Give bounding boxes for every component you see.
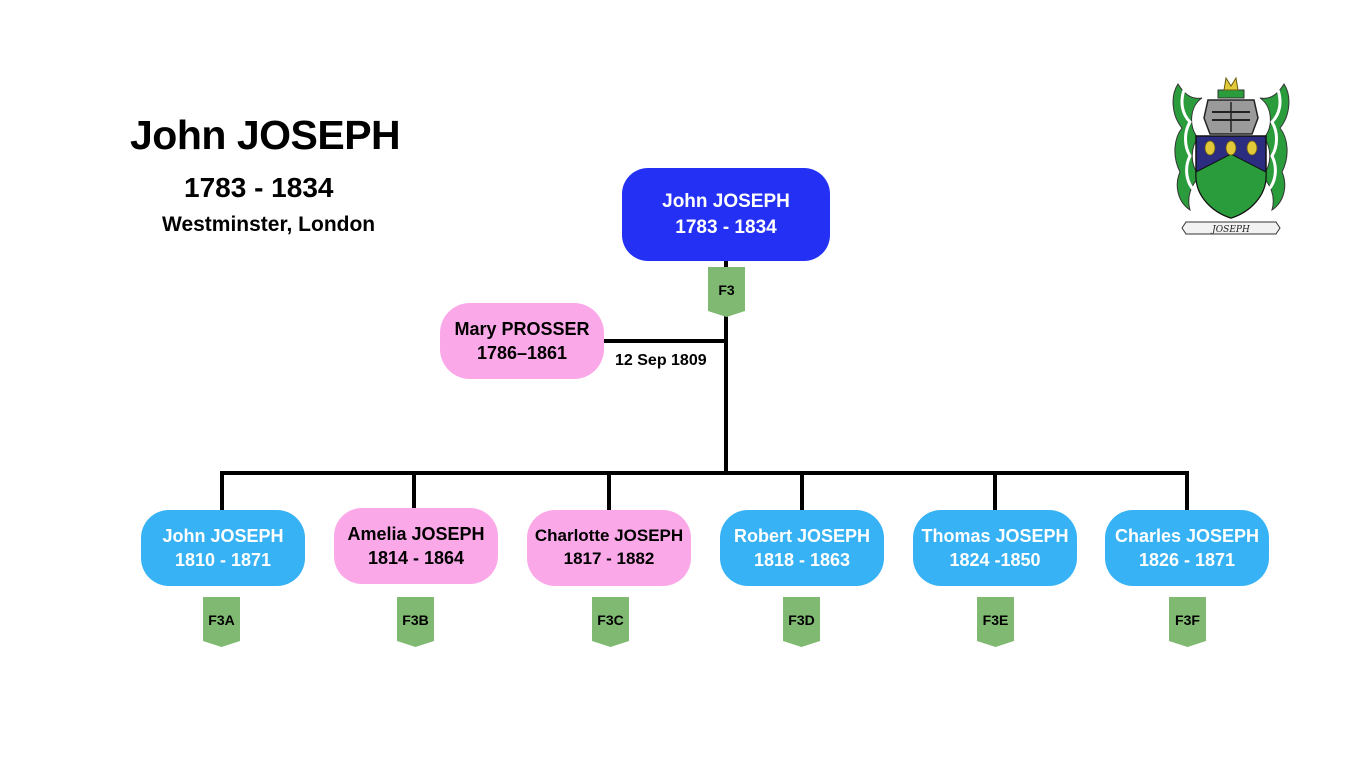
spouse-name: Mary PROSSER: [454, 318, 590, 339]
spouse-dates: 1786–1861: [476, 343, 568, 363]
child-family-tag[interactable]: F3C: [592, 597, 629, 647]
child-dates: 1814 - 1864: [367, 548, 465, 568]
child-node[interactable]: Charles JOSEPH 1826 - 1871: [1105, 510, 1269, 586]
root-person-node[interactable]: John JOSEPH 1783 - 1834: [622, 168, 830, 261]
root-family-tag[interactable]: F3: [708, 267, 745, 317]
child-node[interactable]: Thomas JOSEPH 1824 -1850: [913, 510, 1077, 586]
child-drop-line: [800, 471, 804, 511]
child-drop-line: [607, 471, 611, 511]
child-name: Robert JOSEPH: [733, 525, 871, 546]
child-dates: 1817 - 1882: [563, 549, 655, 568]
root-person-name: John JOSEPH: [662, 190, 790, 212]
child-family-tag[interactable]: F3D: [783, 597, 820, 647]
child-node[interactable]: John JOSEPH 1810 - 1871: [141, 510, 305, 586]
subject-dates: 1783 - 1834: [184, 172, 334, 203]
child-drop-line: [412, 471, 416, 511]
marriage-date: 12 Sep 1809: [615, 352, 707, 369]
child-drop-line: [993, 471, 997, 511]
child-drop-line: [1185, 471, 1189, 511]
child-dates: 1824 -1850: [949, 550, 1041, 570]
child-drop-line: [220, 471, 224, 511]
child-name: Charles JOSEPH: [1114, 525, 1260, 546]
child-family-tag[interactable]: F3A: [203, 597, 240, 647]
crest-motto: JOSEPH: [1210, 225, 1250, 235]
child-node[interactable]: Charlotte JOSEPH 1817 - 1882: [527, 510, 691, 586]
child-name: Thomas JOSEPH: [921, 525, 1069, 546]
child-name: Charlotte JOSEPH: [534, 526, 684, 546]
page-title: John JOSEPH: [130, 112, 401, 158]
child-node[interactable]: Robert JOSEPH 1818 - 1863: [720, 510, 884, 586]
root-person-dates: 1783 - 1834: [675, 216, 777, 238]
child-dates: 1826 - 1871: [1138, 550, 1236, 570]
child-family-tag[interactable]: F3E: [977, 597, 1014, 647]
child-name: Amelia JOSEPH: [347, 523, 485, 544]
child-node[interactable]: Amelia JOSEPH 1814 - 1864: [334, 508, 498, 584]
child-dates: 1810 - 1871: [174, 550, 272, 570]
child-family-tag[interactable]: F3B: [397, 597, 434, 647]
coat-of-arms-icon: JOSEPH: [1172, 76, 1290, 235]
spouse-node[interactable]: Mary PROSSER 1786–1861: [440, 303, 604, 379]
spouse-connector-line: [604, 339, 726, 343]
child-name: John JOSEPH: [162, 525, 284, 546]
child-dates: 1818 - 1863: [753, 550, 851, 570]
subject-place: Westminster, London: [162, 213, 376, 236]
child-family-tag[interactable]: F3F: [1169, 597, 1206, 647]
root-stem-line: [724, 261, 728, 474]
children-bus-line: [220, 471, 1189, 475]
